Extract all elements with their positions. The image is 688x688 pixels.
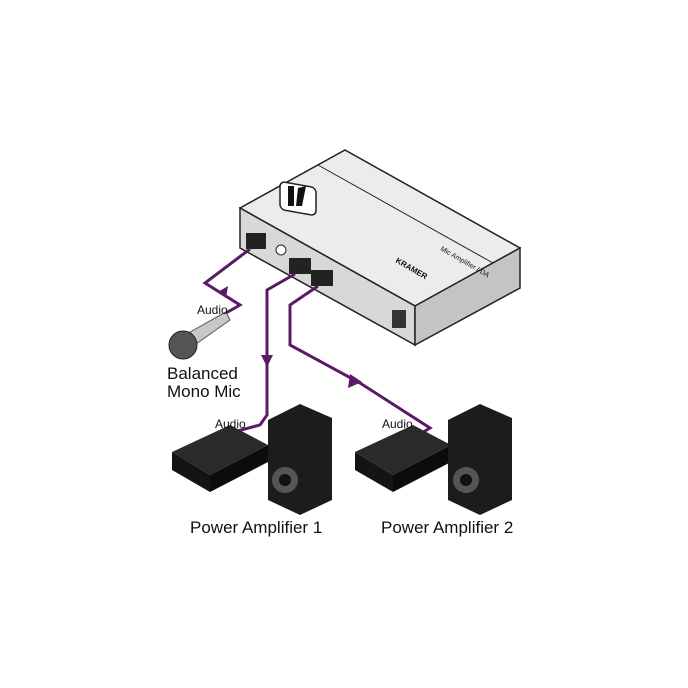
mic-label-line2: Mono Mic [167,382,241,401]
gain-knob[interactable] [275,244,287,256]
input-connector[interactable] [246,233,266,249]
amp2-cable [288,284,433,442]
mic-label-line1: Balanced [167,364,238,383]
kramer-logo-icon [279,181,317,216]
amp2-label: Power Amplifier 2 [381,518,513,537]
mic-audio-label: Audio [197,303,228,317]
amp2-audio-label: Audio [382,417,413,431]
arrow-icon [348,374,362,388]
speaker-1-icon [268,404,332,515]
output-connector-1[interactable] [289,258,311,274]
speaker-2-icon [448,404,512,515]
power-amplifier-1-icon [172,425,268,492]
device-top-divider [317,164,494,264]
arrow-icon [261,355,273,367]
output-connector-2[interactable] [311,270,333,286]
device-side [414,246,521,347]
arrow-icon [218,286,228,298]
amp1-cable [221,272,296,437]
power-amplifier-2-icon [355,425,451,492]
mic-amplifier-device: KRAMER Mic Amplifier / DA [238,149,522,347]
amp1-label: Power Amplifier 1 [190,518,322,537]
microphone-icon [168,311,231,360]
power-connector[interactable] [392,310,406,328]
amp1-audio-label: Audio [215,417,246,431]
